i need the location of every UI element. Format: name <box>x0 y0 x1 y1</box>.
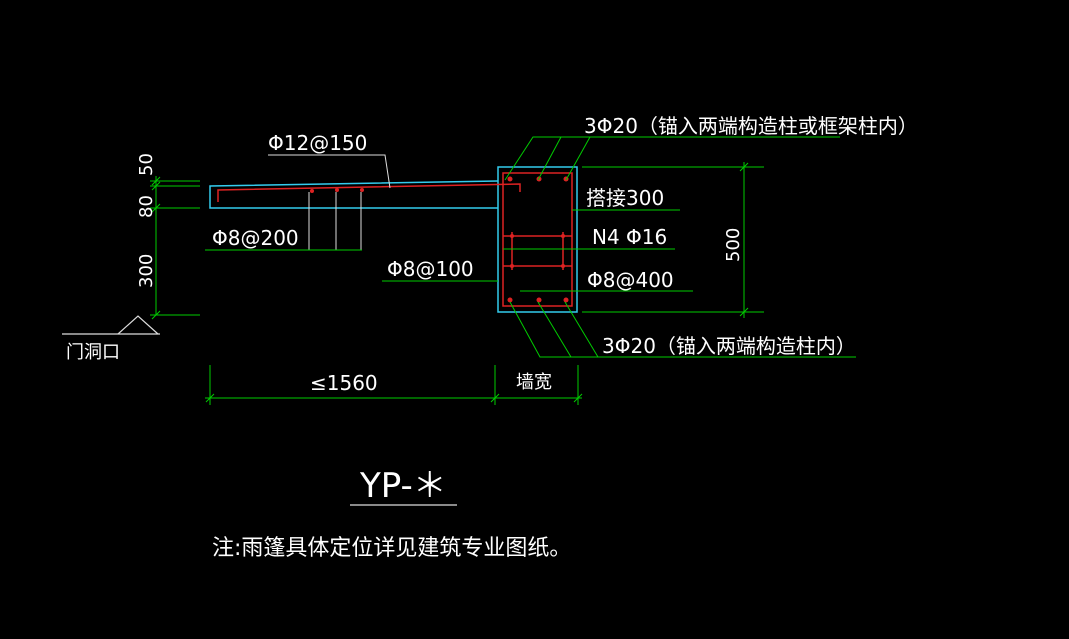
drawing-title: YP-＊ <box>359 466 447 506</box>
dim-80-label: 80 <box>136 195 157 218</box>
side-bar-dot <box>561 234 565 238</box>
leader-lines <box>268 154 391 250</box>
slab-rebar-label: Φ12@150 <box>268 131 367 155</box>
dist-rebar-label: Φ8@200 <box>212 226 299 250</box>
dim-50-label: 50 <box>136 153 157 176</box>
top-callout-leader <box>504 136 840 181</box>
left-tick <box>151 310 161 320</box>
dim-500-label: 500 <box>723 228 744 262</box>
left-tick <box>151 203 161 213</box>
dim-300-label: 300 <box>136 254 157 288</box>
top-right-callout-label: 3Φ20（锚入两端构造柱或框架柱内） <box>584 114 918 138</box>
right-tick <box>739 307 749 317</box>
beam-outline <box>497 166 578 313</box>
door-opening-symbol <box>62 315 160 335</box>
dist-bar-dot <box>335 188 339 192</box>
concrete-outline <box>209 166 578 313</box>
top-callout-leader-c <box>565 136 591 181</box>
bottom-callout-leader <box>509 301 856 358</box>
side-bar-dot <box>561 264 565 268</box>
canopy-slab-outline <box>209 180 499 209</box>
beam-stirrup <box>502 172 573 307</box>
top-callout-leader-b <box>537 136 562 181</box>
bottom-callout-leader-b <box>537 301 572 358</box>
side-bars-label: N4 Φ16 <box>592 225 667 249</box>
bottom-bar-dot <box>563 297 569 303</box>
left-tick <box>151 181 161 191</box>
dimension-lines <box>150 136 856 405</box>
bottom-callout-label: 3Φ20（锚入两端构造柱内） <box>602 334 856 358</box>
bottom-callout-leader-c <box>564 301 599 358</box>
stirrup-label: Φ8@100 <box>387 257 474 281</box>
dist-bar-dot <box>360 188 364 192</box>
bottom-tick <box>205 393 215 403</box>
rebar-layout <box>217 172 573 307</box>
wall-width-label: 墙宽 <box>516 372 552 393</box>
side-bar-dot <box>510 264 514 268</box>
door-triangle <box>117 315 159 335</box>
bottom-bar-dot <box>507 297 513 303</box>
door-opening-label: 门洞口 <box>66 342 120 363</box>
bottom-bar-dot <box>536 297 542 303</box>
right-tick <box>739 162 749 172</box>
slab-top-bar <box>217 183 521 202</box>
slab-rebar-leader <box>268 154 391 189</box>
lap-label: 搭接300 <box>586 186 664 210</box>
tie-label: Φ8@400 <box>587 268 674 292</box>
rebar-dots <box>310 176 569 303</box>
side-bar-dot <box>510 234 514 238</box>
left-tick <box>151 176 161 186</box>
note-text: 注:雨篷具体定位详见建筑专业图纸。 <box>212 536 571 561</box>
span-dim-label: ≤1560 <box>310 371 378 395</box>
bottom-tick <box>573 393 583 403</box>
dist-bar-dot <box>310 189 314 193</box>
top-bar-dot <box>507 176 513 182</box>
bottom-tick <box>490 393 500 403</box>
